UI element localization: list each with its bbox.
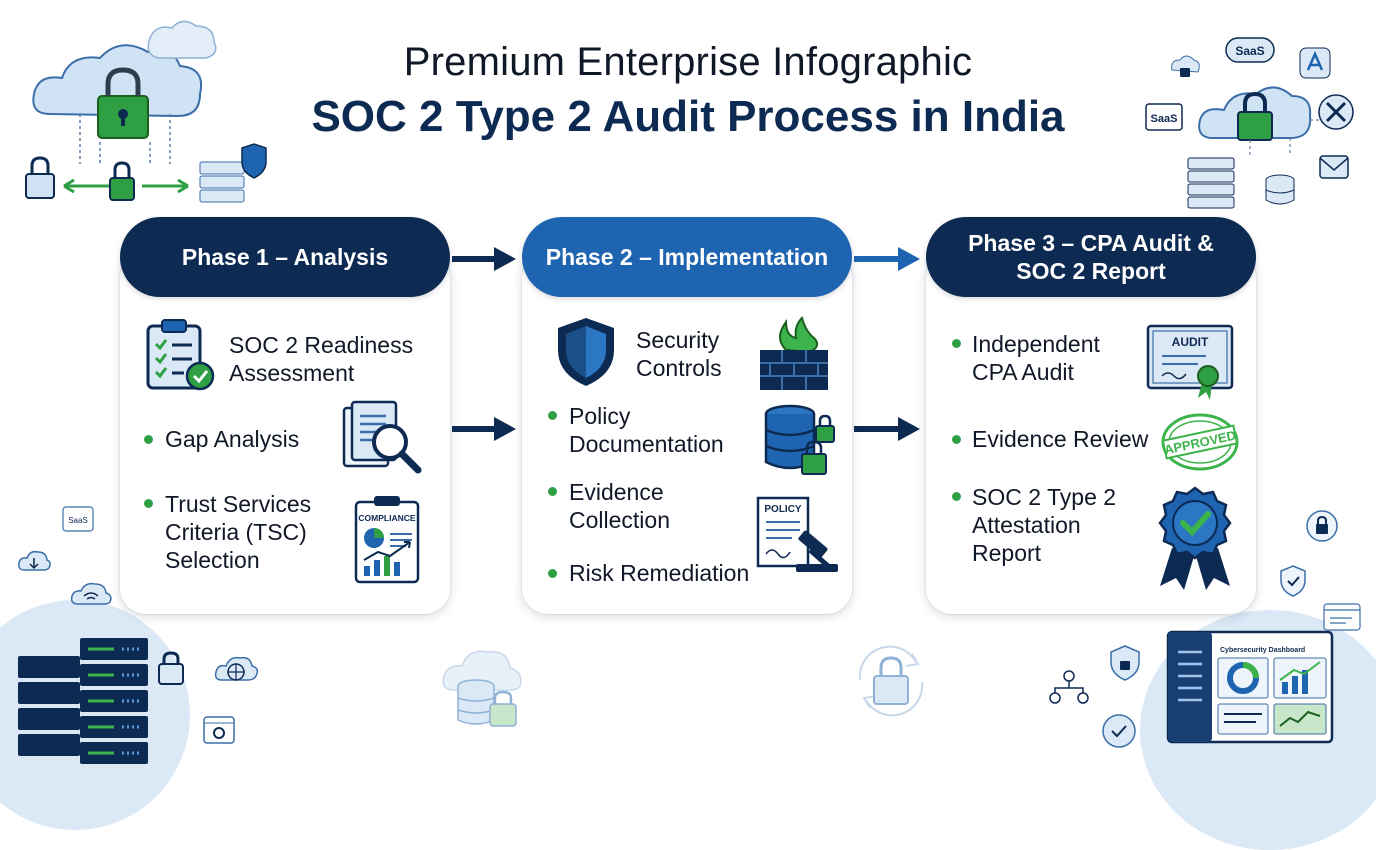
audit-label: AUDIT [1172,335,1209,349]
phase-1-item-tsc-selection: Trust Services Criteria (TSC) Selection [165,491,312,573]
award-ribbon-icon [1158,486,1232,590]
bullet-dot [952,339,961,348]
server-rack-icon [18,638,148,764]
dashboard-title: Cybersecurity Dashboard [1220,647,1305,654]
arrow-right-icon [452,417,516,441]
saas-window-icon: SaaS [62,506,94,532]
document-magnifier-icon [342,400,422,474]
saas-label: SaaS [1235,44,1264,58]
phase-3-header: Phase 3 – CPA Audit & SOC 2 Report [926,217,1256,297]
policy-label: POLICY [764,504,802,515]
phase-2-item-security-controls: Security Controls [636,327,722,381]
bullet-dot [144,499,153,508]
infographic-subtitle: Premium Enterprise Infographic [403,40,973,84]
lock-cycle-icon [858,645,924,717]
shield-icon [558,318,614,386]
window-icon [1323,603,1361,631]
firewall-icon [760,316,828,390]
cloud-globe-icon [214,656,259,681]
phase-3-item-independent-cpa-audit: Independent CPA Audit [972,331,1100,385]
arrow-right-icon [854,417,920,441]
approved-stamp-icon: APPROVED [1161,413,1239,471]
phase-3-item-evidence-review: Evidence Review [972,426,1149,452]
checklist-clipboard-icon [146,319,215,391]
compliance-label: COMPLIANCE [358,513,415,523]
cloud-wifi-icon [70,582,112,605]
shield-check-icon [1280,565,1306,597]
bullet-dot [548,411,557,420]
audit-certificate-icon: AUDIT [1146,324,1234,400]
arrow-right-icon [854,247,920,271]
cybersecurity-dashboard-icon: Cybersecurity Dashboard [1166,630,1334,744]
bullet-dot [952,435,961,444]
user-network-icon [1049,670,1089,704]
database-lock-icon [764,404,835,475]
phase-1-header: Phase 1 – Analysis [120,217,450,297]
phase-2-item-policy-documentation: Policy Documentation [569,403,724,457]
saas-label: SaaS [1151,113,1178,125]
check-badge-icon [1102,714,1136,748]
compliance-report-icon: COMPLIANCE [354,496,420,584]
saas-label: SaaS [68,516,88,525]
bullet-dot [548,569,557,578]
lock-icon [158,651,184,685]
policy-gavel-icon: POLICY [756,496,838,572]
bullet-dot [548,487,557,496]
shield-lock-icon [1110,645,1140,681]
phase-1-item-gap-analysis: Gap Analysis [165,426,300,452]
settings-window-icon [203,716,235,744]
bullet-dot [952,492,961,501]
phase-2-header: Phase 2 – Implementation [522,217,852,297]
saas-network-cluster-icon: SaaS SaaS [1145,37,1354,209]
phase-2-item-evidence-collection: Evidence Collection [569,479,670,533]
lock-badge-icon [1306,510,1338,542]
cloud-security-cluster-icon [25,20,267,203]
phase-2-item-risk-remediation: Risk Remediation [569,560,750,586]
cloud-sync-icon [18,550,51,571]
arrow-right-icon [452,247,516,271]
bullet-dot [144,435,153,444]
phase-1-item-readiness-assessment: SOC 2 Readiness Assessment [229,332,414,386]
phase-3-item-attestation-report: SOC 2 Type 2 Attestation Report [972,484,1117,566]
infographic-title: SOC 2 Type 2 Audit Process in India [311,92,1065,141]
cloud-database-lock-icon [442,650,522,727]
